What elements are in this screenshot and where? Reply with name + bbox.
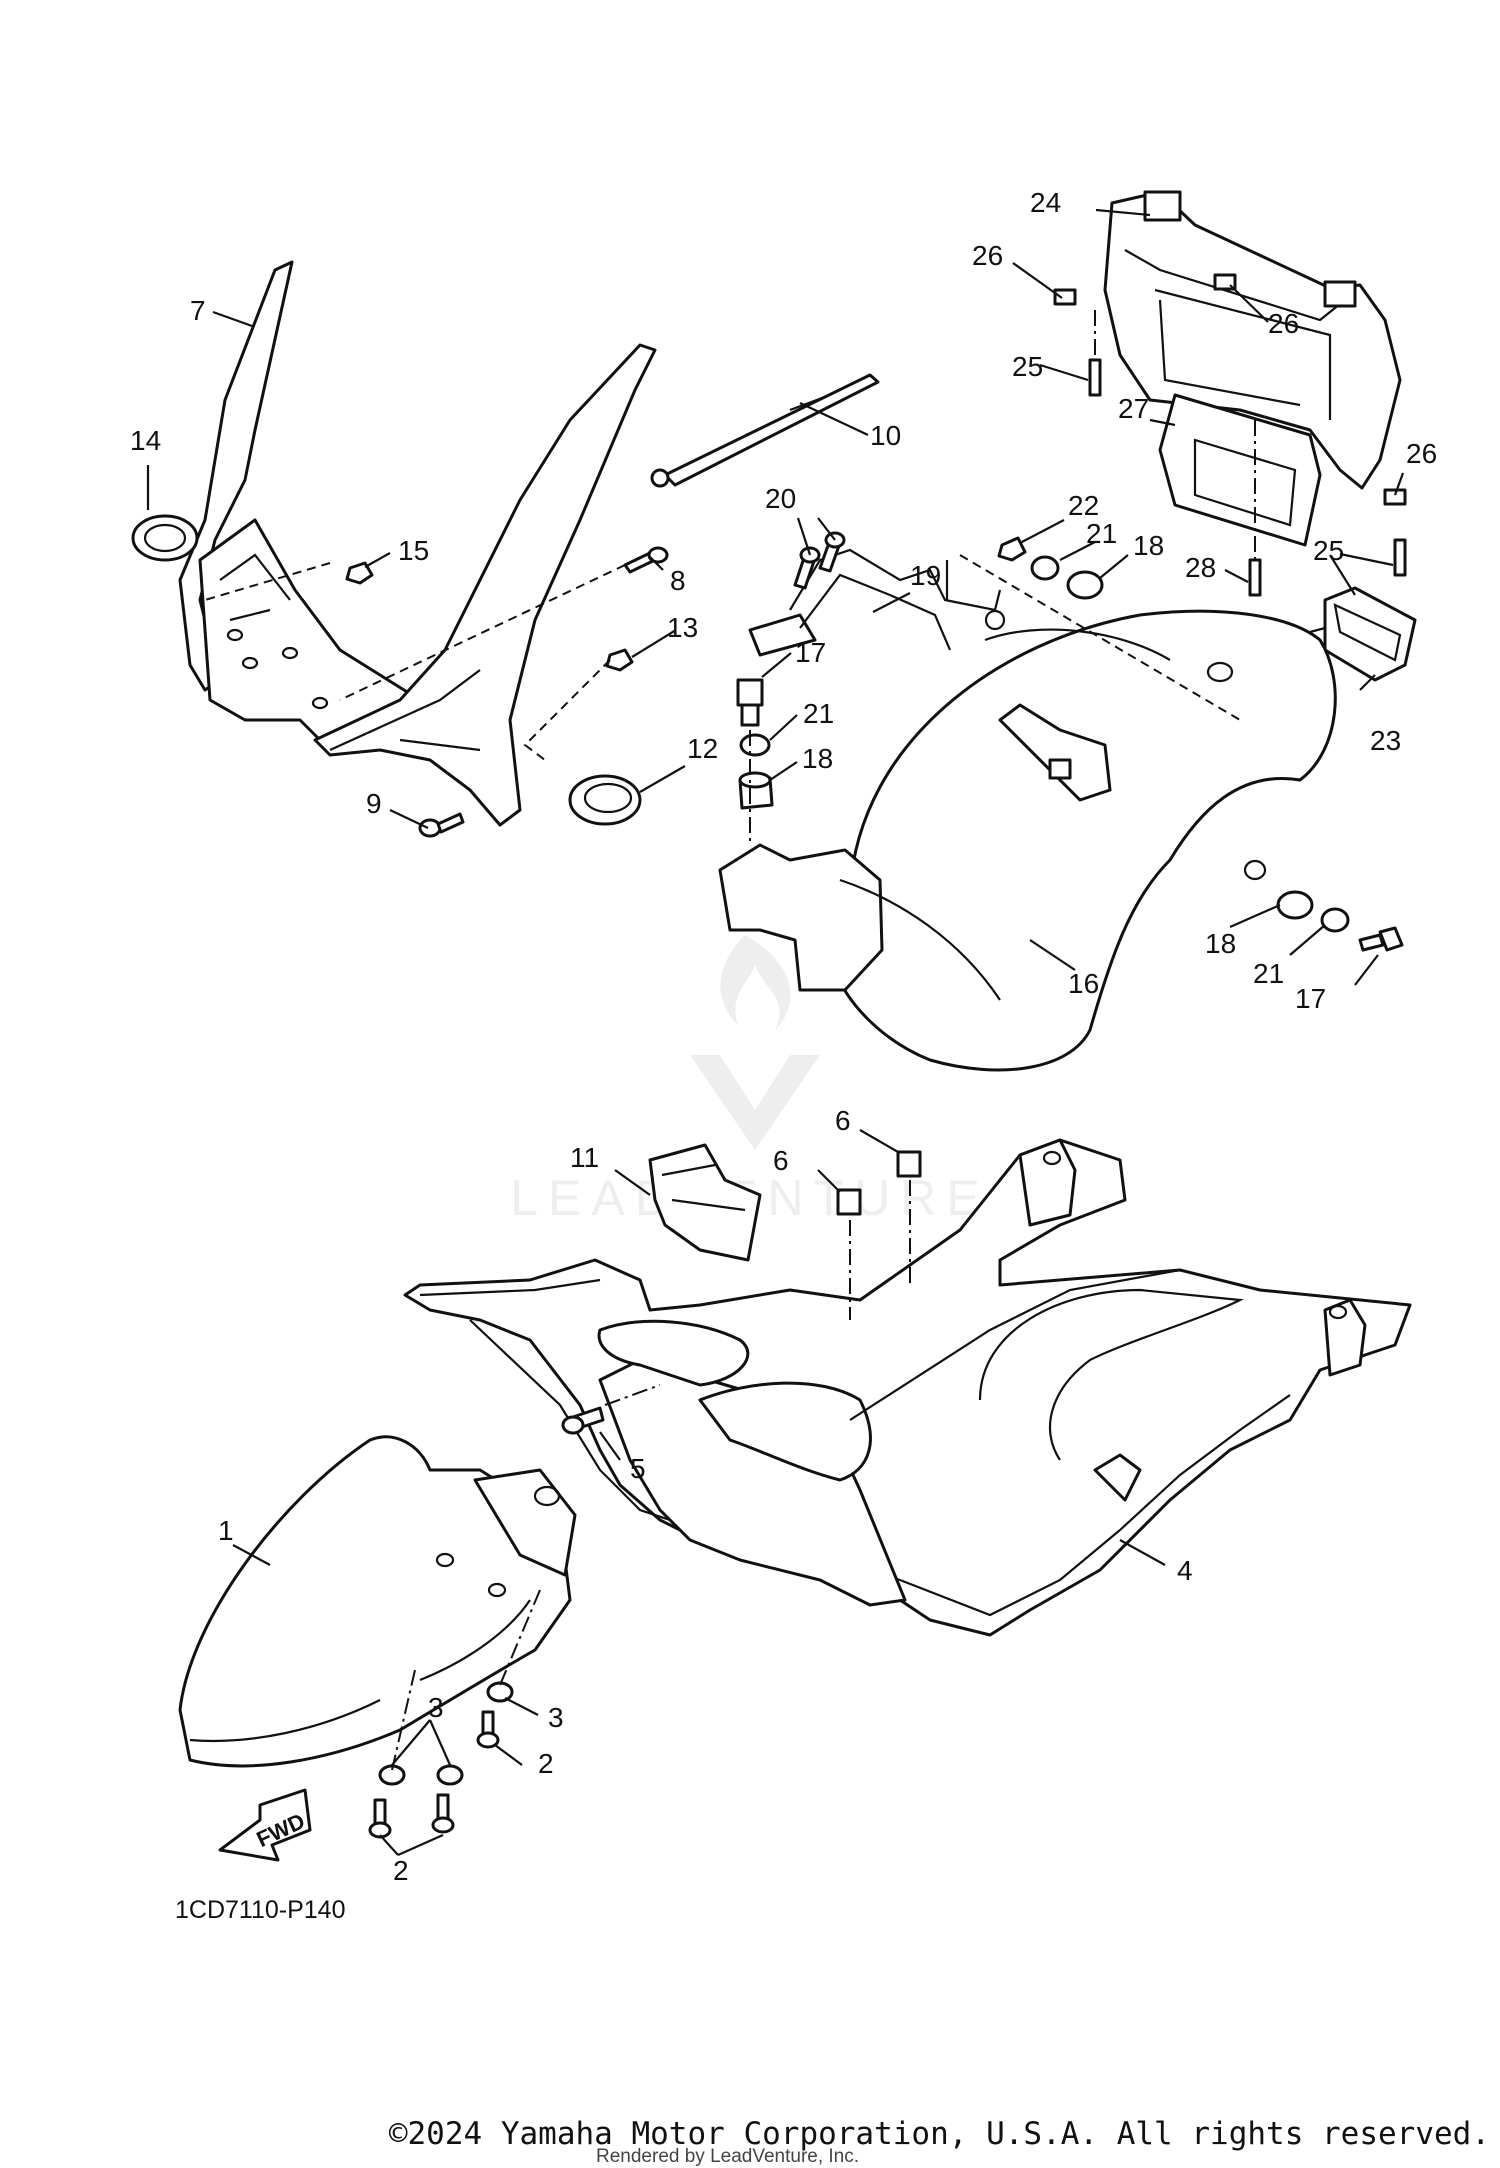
bolt-17-right <box>1358 926 1404 952</box>
callout-24: 24 <box>1030 187 1061 218</box>
callout-23: 23 <box>1370 725 1401 756</box>
callout-18: 18 <box>1205 928 1236 959</box>
nut-22 <box>997 536 1027 562</box>
screws-25 <box>1088 358 1407 577</box>
part-19-stay <box>748 548 1006 657</box>
part-1-front-fender <box>178 1435 577 1768</box>
callout-7: 7 <box>190 295 206 326</box>
bolt-8 <box>623 546 669 574</box>
callout-26: 26 <box>972 240 1003 271</box>
callout-9: 9 <box>366 788 382 819</box>
clips-6 <box>836 1150 922 1216</box>
callout-13: 13 <box>667 612 698 643</box>
diagram-code: 1CD7110-P140 <box>175 1896 345 1924</box>
part-16-rear-fender <box>718 609 1337 1072</box>
part-10-cable-tie <box>650 373 880 488</box>
bolts-20 <box>793 531 846 590</box>
callout-3: 3 <box>548 1702 564 1733</box>
bolt-17-center <box>736 678 764 727</box>
callout-17: 17 <box>795 637 826 668</box>
callout-10: 10 <box>870 420 901 451</box>
callout-17: 17 <box>1295 983 1326 1014</box>
callout-20: 20 <box>765 483 796 514</box>
callout-3: 3 <box>428 1692 444 1723</box>
callout-14: 14 <box>130 425 161 456</box>
part-12-grommet <box>568 774 642 826</box>
grommet-18-right <box>1276 890 1314 920</box>
collar-21-upper <box>1030 555 1060 581</box>
grommet-18-center <box>738 771 774 810</box>
callout-6: 6 <box>773 1145 789 1176</box>
callout-18: 18 <box>1133 530 1164 561</box>
callout-15: 15 <box>398 535 429 566</box>
part-7-upper-cover <box>178 260 422 742</box>
collars-3 <box>378 1681 514 1786</box>
bolts-2 <box>368 1710 500 1839</box>
callout-21: 21 <box>803 698 834 729</box>
callout-4: 4 <box>1177 1555 1193 1586</box>
callout-18: 18 <box>802 743 833 774</box>
part-14-grommet <box>131 514 199 562</box>
callout-28: 28 <box>1185 552 1216 583</box>
callout-5: 5 <box>630 1453 646 1484</box>
callout-16: 16 <box>1068 968 1099 999</box>
callout-12: 12 <box>687 733 718 764</box>
callout-6: 6 <box>835 1105 851 1136</box>
bolt-9 <box>418 812 465 838</box>
callout-2: 2 <box>538 1748 554 1779</box>
callout-21: 21 <box>1253 958 1284 989</box>
callout-21: 21 <box>1086 518 1117 549</box>
callout-25: 25 <box>1313 535 1344 566</box>
part-4-body-panel <box>403 1138 1412 1637</box>
callout-11: 11 <box>570 1142 599 1173</box>
callout-26: 26 <box>1268 308 1299 339</box>
callout-27: 27 <box>1118 393 1149 424</box>
callout-2: 2 <box>393 1855 409 1886</box>
screw-28 <box>1248 558 1262 597</box>
grommet-18-upper <box>1066 570 1104 600</box>
callout-19: 19 <box>910 560 941 591</box>
part-27-cover <box>1158 393 1322 547</box>
callout-labels: 1 2 2 3 3 4 5 6 6 7 8 9 10 11 12 13 14 1… <box>130 187 1437 1886</box>
callout-1: 1 <box>218 1515 234 1546</box>
part-7-front-cowl <box>313 343 657 827</box>
nut-15 <box>345 561 374 585</box>
callout-25: 25 <box>1012 351 1043 382</box>
collar-21-right <box>1320 907 1350 933</box>
fwd-arrow: FWD <box>218 1788 312 1862</box>
leader-lines <box>146 208 1405 1857</box>
copyright-notice: ©2024 Yamaha Motor Corporation, U.S.A. A… <box>388 2116 1490 2152</box>
collar-21-center <box>739 733 771 757</box>
nut-13 <box>605 648 634 672</box>
rendered-by-notice: Rendered by LeadVenture, Inc. <box>596 2146 860 2167</box>
assembly-lines <box>204 310 1256 1771</box>
part-24-inner-cover <box>1103 190 1402 490</box>
bolt-5 <box>561 1406 605 1435</box>
callout-22: 22 <box>1068 490 1099 521</box>
callout-8: 8 <box>670 565 686 596</box>
part-11-bracket <box>648 1143 762 1262</box>
callout-26: 26 <box>1406 438 1437 469</box>
